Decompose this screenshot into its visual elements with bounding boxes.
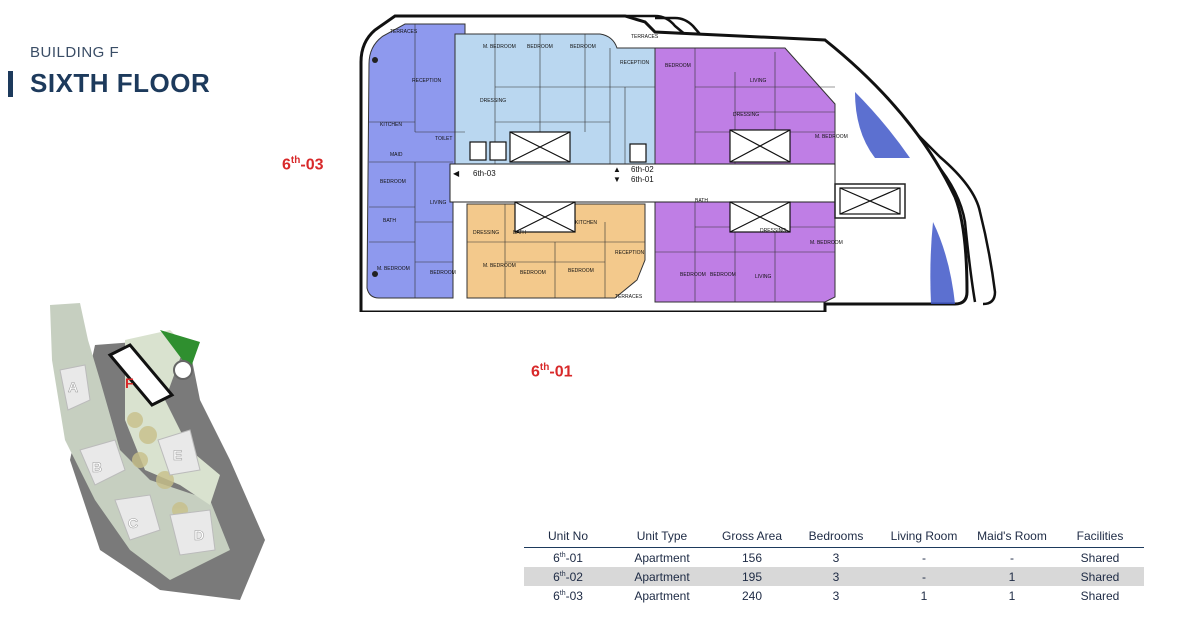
room-label: RECEPTION — [412, 78, 442, 84]
room-label: DRESSING — [760, 228, 786, 234]
cell-bedrooms: 3 — [792, 567, 880, 586]
cell-bedrooms: 3 — [832, 550, 840, 565]
cell-maids-room: 1 — [968, 567, 1056, 586]
room-label: RECEPTION — [615, 250, 645, 256]
site-building-b: B — [92, 459, 102, 475]
table-row: 6th-02 Apartment 195 3 - 1 Shared — [524, 567, 1144, 586]
site-building-c: C — [128, 515, 138, 531]
room-label: LIVING — [430, 200, 447, 206]
room-label: KITCHEN — [380, 122, 402, 128]
room-label: BEDROOM — [710, 272, 736, 278]
room-label: BATH — [695, 198, 708, 204]
room-label: BEDROOM — [430, 270, 456, 276]
col-header-facilities: Facilities — [1056, 528, 1144, 548]
room-label: M. BEDROOM — [810, 240, 843, 246]
cell-bedrooms: 3 — [832, 588, 840, 603]
room-label: BEDROOM — [520, 270, 546, 276]
cell-living-room: - — [880, 567, 968, 586]
site-building-f: F — [125, 375, 134, 391]
cell-maids-room: 1 — [1008, 588, 1016, 603]
corridor-label-6th-02: 6th-02 — [631, 165, 654, 174]
site-plan: A B C D E F — [50, 303, 265, 600]
room-label: MAID — [390, 152, 403, 158]
corridor-label-6th-01: 6th-01 — [631, 175, 654, 184]
room-label: KITCHEN — [575, 220, 597, 226]
col-header-maids-room: Maid's Room — [968, 528, 1056, 548]
room-label: M. BEDROOM — [815, 134, 848, 140]
col-header-unit-no: Unit No — [524, 528, 612, 548]
cell-living-room: 1 — [920, 588, 928, 603]
col-header-gross-area: Gross Area — [712, 528, 792, 548]
table-header-row: Unit No Unit Type Gross Area Bedrooms Li… — [524, 528, 1144, 548]
room-label: M. BEDROOM — [483, 44, 516, 50]
room-label: DRESSING — [733, 112, 759, 118]
floor-title: SIXTH FLOOR — [8, 68, 210, 99]
site-building-e: E — [173, 447, 182, 463]
room-label: BEDROOM — [570, 44, 596, 50]
room-label: BEDROOM — [568, 268, 594, 274]
room-label: LIVING — [750, 78, 767, 84]
svg-text:▼: ▼ — [613, 175, 621, 184]
room-label: M. BEDROOM — [483, 263, 516, 269]
room-label: BEDROOM — [680, 272, 706, 278]
cell-facilities: Shared — [1080, 550, 1120, 565]
room-label: DRESSING — [473, 230, 499, 236]
cell-unit-no: 6th-01 — [553, 550, 583, 565]
cell-unit-type: Apartment — [612, 567, 712, 586]
room-label: M. BEDROOM — [377, 266, 410, 272]
col-header-living-room: Living Room — [880, 528, 968, 548]
cell-unit-type: Apartment — [634, 550, 690, 565]
room-label: BATH — [383, 218, 396, 224]
col-header-bedrooms: Bedrooms — [792, 528, 880, 548]
cell-unit-no: 6th-02 — [524, 567, 612, 586]
unit-label-6th-03: 6th-03 — [282, 155, 324, 174]
floor-name: SIXTH FLOOR — [30, 68, 211, 98]
cell-gross-area: 240 — [741, 588, 763, 603]
unit-label-6th-01: 6th-01 — [531, 362, 573, 381]
room-label: BATH — [513, 230, 526, 236]
building-label: BUILDING F — [30, 44, 120, 61]
room-label: DRESSING — [480, 98, 506, 104]
cell-facilities: Shared — [1056, 567, 1144, 586]
room-label: RECEPTION — [620, 60, 650, 66]
site-building-a: A — [68, 379, 78, 395]
cell-gross-area: 156 — [741, 550, 763, 565]
room-label: LIVING — [755, 274, 772, 280]
svg-text:▲: ▲ — [613, 165, 621, 174]
cell-gross-area: 195 — [712, 567, 792, 586]
room-label: BEDROOM — [380, 179, 406, 185]
terraces-label: TERRACES — [631, 34, 659, 40]
cell-maids-room: - — [1010, 550, 1014, 565]
floor-plan: M. BEDROOM BEDROOM BEDROOM RECEPTION REC… — [359, 14, 997, 312]
col-header-unit-type: Unit Type — [612, 528, 712, 548]
room-label: TOILET — [435, 136, 452, 142]
cell-facilities: Shared — [1080, 588, 1120, 603]
terraces-label: TERRACES — [615, 294, 643, 300]
table-row: 6th-01 Apartment 156 3 - - Shared — [524, 548, 1144, 568]
site-building-d: D — [194, 527, 204, 543]
cell-unit-type: Apartment — [634, 588, 690, 603]
room-label: BEDROOM — [527, 44, 553, 50]
table-row: 6th-03 Apartment 240 3 1 1 Shared — [524, 586, 1144, 605]
cell-living-room: - — [922, 550, 926, 565]
cell-unit-no: 6th-03 — [553, 588, 583, 603]
unit-table: Unit No Unit Type Gross Area Bedrooms Li… — [524, 528, 1144, 605]
corridor-label-6th-03: 6th-03 — [473, 169, 496, 178]
room-label: BEDROOM — [665, 63, 691, 69]
terraces-label: TERRACES — [390, 29, 418, 35]
title-accent-bar — [8, 70, 13, 97]
svg-text:◀: ◀ — [453, 169, 460, 178]
